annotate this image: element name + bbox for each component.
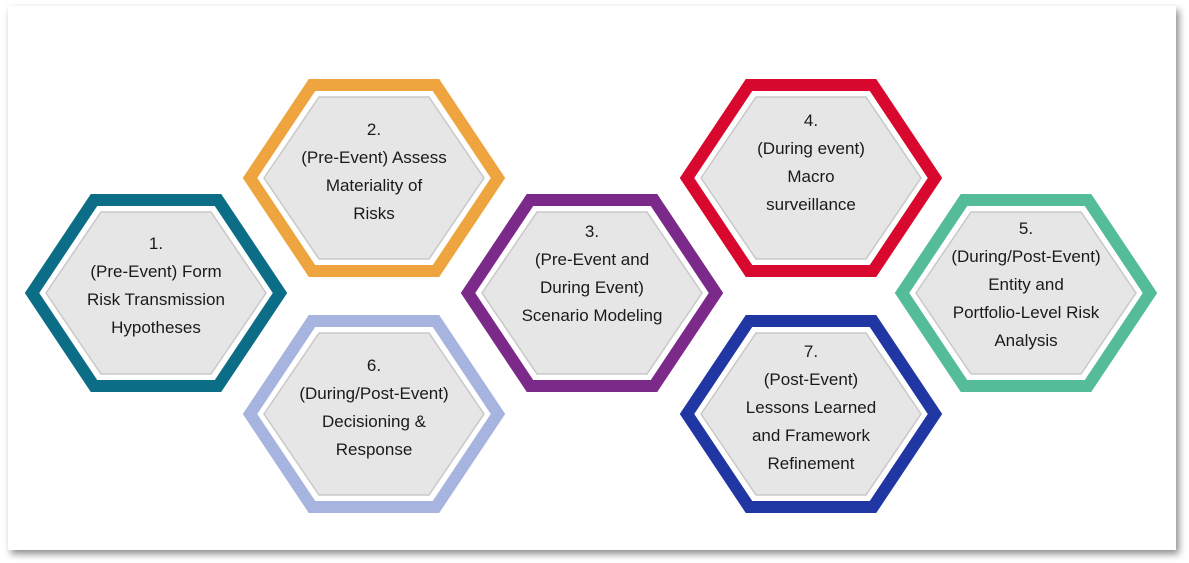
step-3-label-line: Scenario Modeling [521,306,663,325]
step-2-label-line: 2. [366,120,382,139]
step-4-label-line: 4. [803,111,819,130]
step-1-label-line: (Pre-Event) Form [90,262,222,281]
step-5-label-line: (During/Post-Event) [951,247,1101,266]
step-6-label-line: 6. [366,356,382,375]
step-1-label-line: Risk Transmission [87,290,225,309]
step-7-label-line: 7. [803,342,819,361]
step-7-label-line: Refinement [767,454,855,473]
step-6-label-line: (During/Post-Event) [299,384,449,403]
step-3-label-line: During Event) [540,278,644,297]
step-4-label-line: Macro [787,167,835,186]
step-1-label-line: 1. [148,234,164,253]
hexagon-step-1-fill [45,211,267,375]
hexagon-step-3-fill [481,211,703,375]
hexagon-step-7-fill [700,332,922,496]
step-6-label-line: Decisioning & [322,412,426,431]
step-2-label-line: Risks [353,204,395,223]
step-3-label-line: 3. [584,222,600,241]
step-1-label-line: Hypotheses [111,318,201,337]
hexagon-step-2-fill [263,96,485,260]
step-5-label-line: 5. [1018,219,1034,238]
step-5-label-line: Portfolio-Level Risk [952,303,1100,322]
step-7-label-line: and Framework [751,426,871,445]
step-3-label-line: (Pre-Event and [534,250,650,269]
step-7-label-line: Lessons Learned [745,398,877,417]
step-4-label: 4. (During event) Macro surveillance [706,107,916,219]
step-7-label-line: (Post-Event) [763,370,859,389]
step-6-label: 6. (During/Post-Event) Decisioning & Respon… [269,352,479,464]
hexagon-step-5-fill [915,211,1137,375]
step-2-label-line: (Pre-Event) Assess [301,148,447,167]
hexagon-step-6-fill [263,332,485,496]
step-2-label-line: Materiality of [325,176,423,195]
step-4-label-line: (During event) [757,139,865,158]
step-6-label-line: Response [335,440,413,459]
step-4-label-line: surveillance [766,195,856,214]
step-5-label-line: Entity and [988,275,1064,294]
step-5-label-line: Analysis [994,331,1058,350]
step-7-label: 7. (Post-Event) Lessons Learned and Framewo… [706,338,916,478]
hexagon-step-4-fill [700,96,922,260]
